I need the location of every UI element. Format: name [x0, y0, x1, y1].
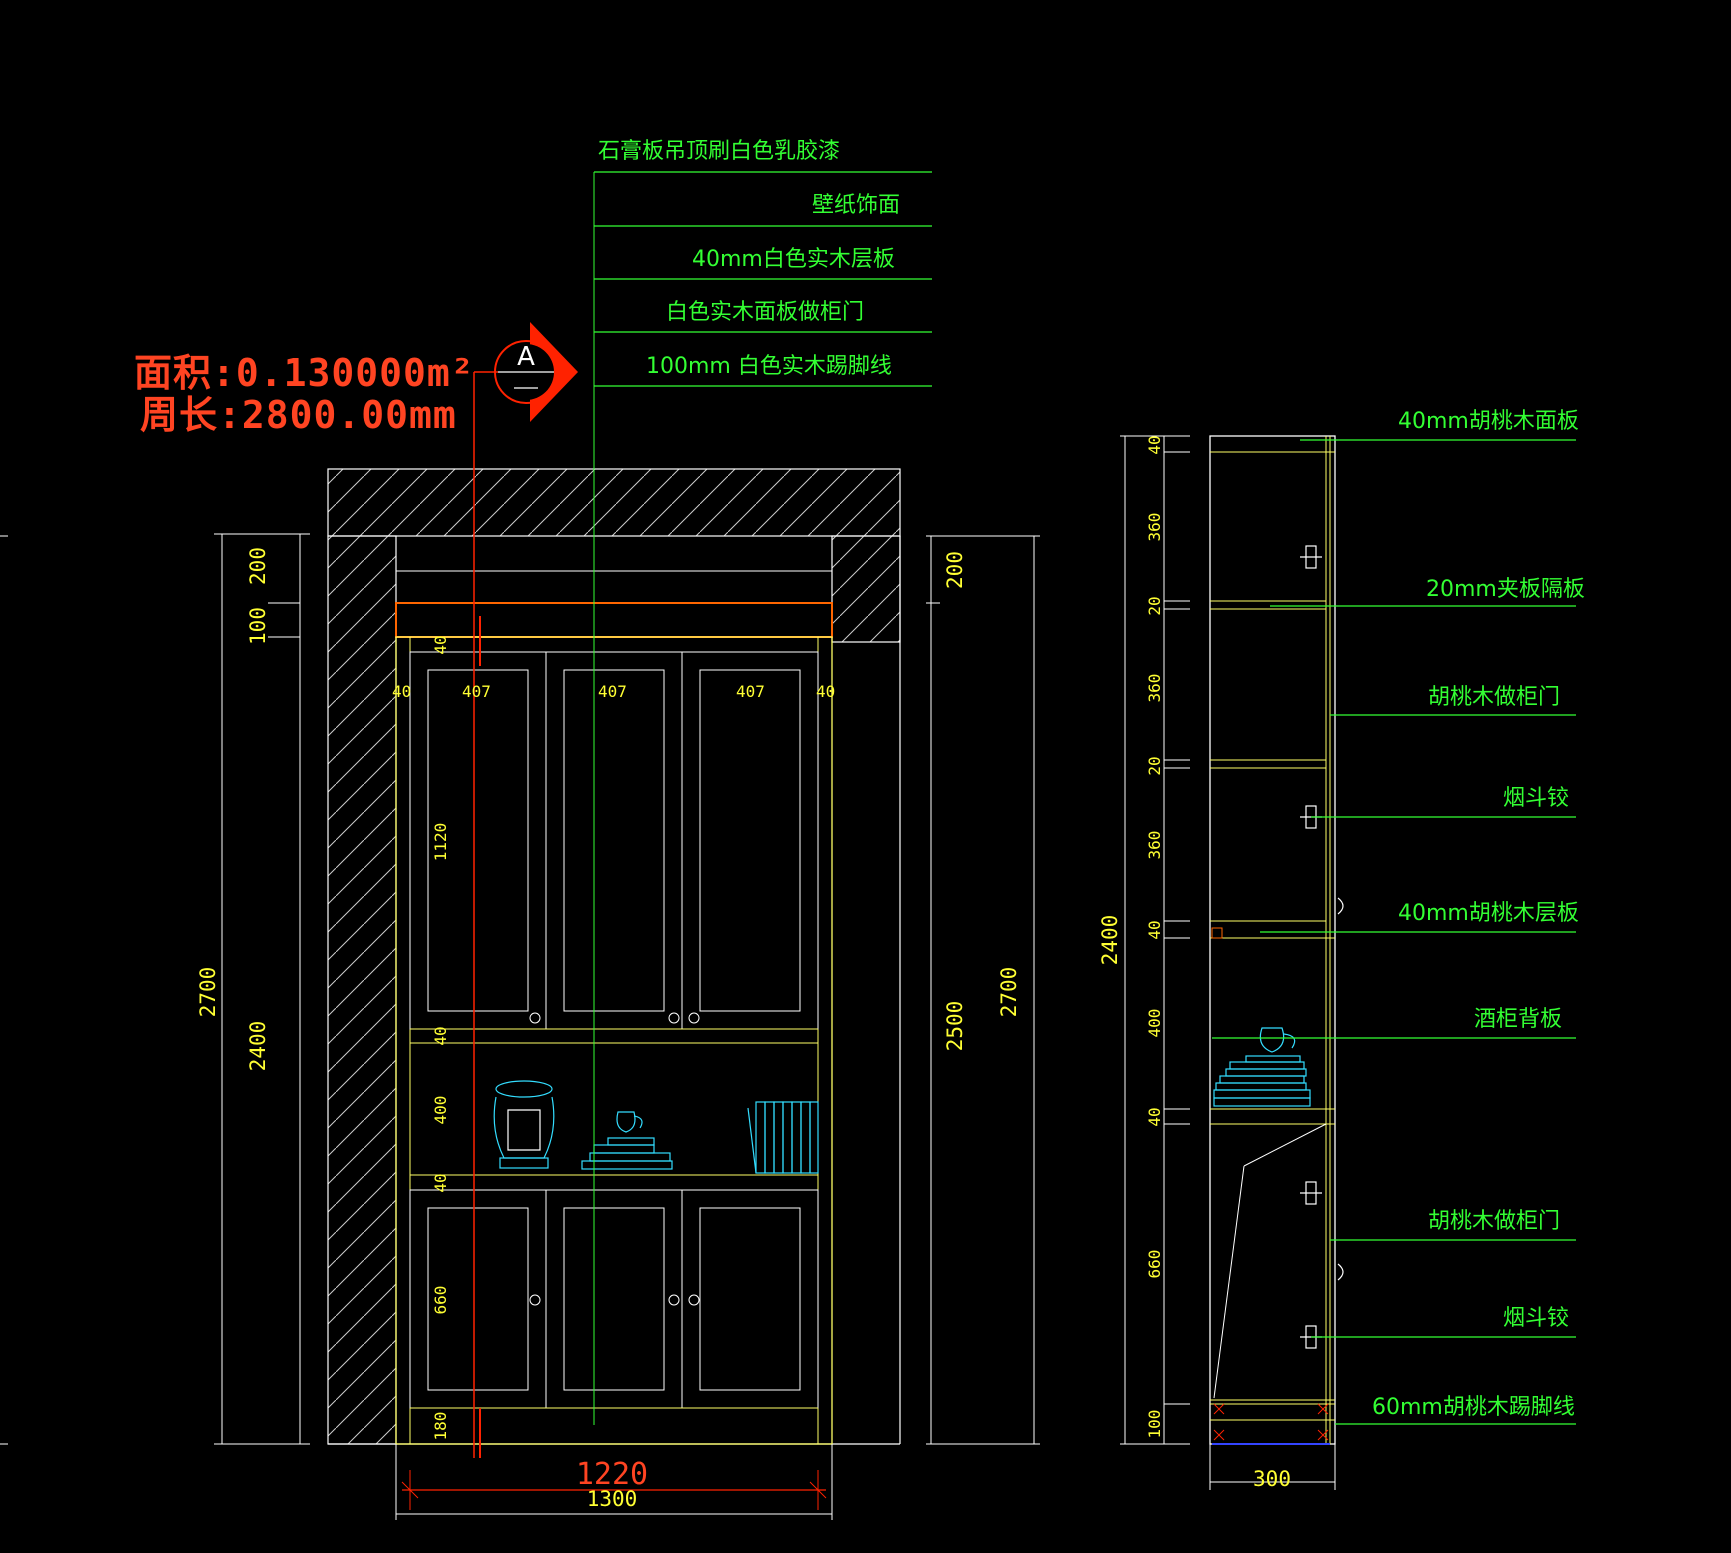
- ceiling-slab: [327, 468, 901, 537]
- front-callouts: [594, 171, 932, 387]
- section-symbol: A: [494, 322, 578, 422]
- side-dim-11: 100: [1145, 1410, 1164, 1439]
- upper-knobs: [529, 1012, 700, 1024]
- dim-col-407-c: 407: [736, 682, 765, 701]
- dim-top-40: 40: [431, 635, 450, 654]
- dim-col-407-a: 407: [462, 682, 491, 701]
- side-teapot-books-icon: [1213, 1027, 1311, 1107]
- side-dim-8: 400: [1145, 1009, 1164, 1038]
- side-callout-back-panel: 酒柜背板: [1474, 1007, 1562, 1032]
- left-wall: [327, 535, 397, 1445]
- area-text: 面积:0.130000m²: [134, 351, 475, 395]
- vase-icon: [493, 1080, 555, 1169]
- right-wall: [831, 535, 901, 643]
- side-callout-divider: 20mm夹板隔板: [1426, 577, 1585, 602]
- dim-width-1300: 1300: [587, 1487, 638, 1511]
- side-dim-7: 40: [1145, 920, 1164, 939]
- cornice-bar: [395, 602, 833, 638]
- perimeter-text: 周长:2800.00mm: [140, 393, 457, 437]
- side-callouts: [1212, 439, 1576, 1425]
- side-callout-hinge-upper: 烟斗铰: [1503, 786, 1569, 811]
- side-dim-3: 20: [1145, 596, 1164, 615]
- cabinet-outline: [395, 636, 833, 1445]
- side-dim-9: 40: [1145, 1107, 1164, 1126]
- bottom-dimension-lines: [395, 1444, 833, 1520]
- dim-200-right: 200: [943, 551, 967, 589]
- dim-2700-left: 2700: [196, 967, 220, 1018]
- dim-col-40-left: 40: [392, 682, 411, 701]
- dim-col-40-right: 40: [816, 682, 835, 701]
- side-callout-hinge-lower: 烟斗铰: [1503, 1306, 1569, 1331]
- side-section: 2400 40 360 20 360 20 360 40 400 40 660 …: [1098, 409, 1585, 1491]
- dim-base-180: 180: [431, 1412, 450, 1441]
- dim-width-1220: 1220: [576, 1457, 648, 1492]
- side-dim-total: 2400: [1098, 915, 1122, 966]
- side-dim-depth: 300: [1253, 1467, 1291, 1491]
- dim-upper-1120: 1120: [431, 823, 450, 862]
- callout-skirting: 100mm 白色实木踢脚线: [646, 354, 892, 379]
- callout-shelf: 40mm白色实木层板: [692, 247, 895, 272]
- side-callout-door-upper: 胡桃木做柜门: [1428, 685, 1560, 710]
- dim-shelf-40-a: 40: [431, 1026, 450, 1045]
- callout-door: 白色实木面板做柜门: [666, 300, 864, 325]
- dim-open-400: 400: [431, 1096, 450, 1125]
- callout-ceiling: 石膏板吊顶刷白色乳胶漆: [598, 139, 840, 164]
- upper-doors: [409, 651, 819, 1030]
- dim-2700-right: 2700: [997, 967, 1021, 1018]
- side-dim-4: 360: [1145, 674, 1164, 703]
- dim-2400-left: 2400: [246, 1021, 270, 1072]
- left-dimension-lines: [0, 533, 310, 1445]
- callout-wallpaper: 壁纸饰面: [812, 193, 900, 218]
- lower-doors: [409, 1189, 819, 1409]
- right-dimension-lines: [926, 535, 1040, 1445]
- front-elevation: A 面积:0.130000m² 周长:2800.00mm 石膏板吊顶刷白色乳胶漆…: [0, 139, 1040, 1520]
- dim-2500-right: 2500: [943, 1001, 967, 1052]
- dim-200-left: 200: [246, 547, 270, 585]
- hinge-icons: [1300, 545, 1344, 1349]
- dim-col-407-b: 407: [598, 682, 627, 701]
- latch-icon: [1211, 927, 1223, 939]
- side-dim-5: 20: [1145, 756, 1164, 775]
- side-dim-10: 660: [1145, 1250, 1164, 1279]
- side-callout-shelf: 40mm胡桃木层板: [1398, 901, 1579, 926]
- teapot-and-books-icon: [581, 1111, 673, 1170]
- side-callout-door-lower: 胡桃木做柜门: [1428, 1209, 1560, 1234]
- dim-lower-660: 660: [431, 1286, 450, 1315]
- section-letter: A: [517, 342, 535, 372]
- side-dim-2: 360: [1145, 513, 1164, 542]
- books-icon: [747, 1101, 819, 1174]
- side-callout-skirting: 60mm胡桃木踢脚线: [1372, 1395, 1575, 1420]
- lower-knobs: [529, 1294, 700, 1306]
- dim-100-left: 100: [246, 607, 270, 645]
- side-dim-1: 40: [1145, 435, 1164, 454]
- side-dim-6: 360: [1145, 831, 1164, 860]
- dim-shelf-40-b: 40: [431, 1173, 450, 1192]
- kick-markers-icon: [1213, 1403, 1329, 1441]
- side-carcass: [1209, 435, 1336, 1445]
- side-callout-top-panel: 40mm胡桃木面板: [1398, 409, 1579, 434]
- side-dimension-lines: [1120, 435, 1336, 1490]
